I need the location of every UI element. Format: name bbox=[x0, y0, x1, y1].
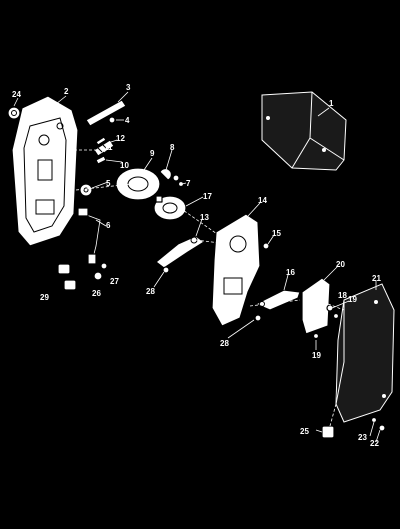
callout-4: 4 bbox=[125, 116, 130, 125]
part-7 bbox=[172, 174, 185, 188]
callout-28b: 28 bbox=[220, 339, 229, 348]
callout-3: 3 bbox=[126, 83, 131, 92]
leader-lines bbox=[13, 91, 381, 443]
part-screw-28a bbox=[162, 266, 170, 274]
part-main-housing bbox=[11, 95, 79, 247]
callout-15: 15 bbox=[272, 229, 281, 238]
part-washer-5 bbox=[79, 183, 93, 197]
part-23 bbox=[370, 416, 378, 424]
callout-16: 16 bbox=[286, 268, 295, 277]
part-arm-16 bbox=[255, 289, 301, 311]
callout-9: 9 bbox=[150, 149, 155, 158]
part-rear-cover bbox=[335, 283, 395, 423]
callout-24: 24 bbox=[12, 90, 21, 99]
part-plate-14 bbox=[211, 213, 261, 327]
callout-17: 17 bbox=[203, 192, 212, 201]
part-spring-11 bbox=[93, 139, 115, 157]
part-hub-17 bbox=[153, 195, 187, 221]
part-27 bbox=[100, 262, 108, 270]
callout-21: 21 bbox=[372, 274, 381, 283]
part-bracket-20 bbox=[301, 277, 331, 335]
callout-23: 23 bbox=[358, 433, 367, 442]
callout-26: 26 bbox=[92, 289, 101, 298]
part-screw-10 bbox=[95, 155, 107, 165]
part-cam-9 bbox=[115, 167, 161, 201]
callout-22: 22 bbox=[370, 439, 379, 448]
part-19a bbox=[332, 312, 340, 320]
callout-7: 7 bbox=[186, 179, 191, 188]
callout-labels: 1 2 3 4 24 12 11 10 9 8 7 5 17 6 13 14 1… bbox=[12, 83, 381, 448]
callout-14: 14 bbox=[258, 196, 267, 205]
part-cover bbox=[261, 91, 347, 171]
part-pin-12 bbox=[95, 136, 107, 146]
callout-25: 25 bbox=[300, 427, 309, 436]
callout-10: 10 bbox=[120, 161, 129, 170]
callout-6: 6 bbox=[106, 221, 111, 230]
callout-18: 18 bbox=[338, 291, 347, 300]
callout-8: 8 bbox=[170, 143, 175, 152]
callout-28a: 28 bbox=[146, 287, 155, 296]
part-bolt-24 bbox=[7, 106, 21, 120]
callout-20: 20 bbox=[336, 260, 345, 269]
callout-27: 27 bbox=[110, 277, 119, 286]
part-screw-15 bbox=[262, 242, 270, 250]
part-26 bbox=[93, 271, 103, 281]
part-22 bbox=[378, 424, 386, 432]
part-plugs-29 bbox=[57, 263, 77, 291]
part-clip-8 bbox=[159, 168, 172, 181]
part-19b bbox=[312, 332, 320, 340]
callout-13: 13 bbox=[200, 213, 209, 222]
callout-19b: 19 bbox=[312, 351, 321, 360]
part-shaft bbox=[85, 99, 127, 127]
assembly-guides bbox=[74, 149, 345, 427]
callout-19a: 19 bbox=[348, 295, 357, 304]
part-lever-13 bbox=[155, 235, 205, 269]
part-harness-6 bbox=[77, 207, 101, 265]
callout-5: 5 bbox=[106, 179, 111, 188]
callout-29: 29 bbox=[40, 293, 49, 302]
part-nut-25 bbox=[321, 425, 335, 439]
callout-12: 12 bbox=[116, 134, 125, 143]
callout-11: 11 bbox=[104, 143, 113, 152]
part-screw-28b bbox=[254, 314, 262, 322]
part-screw-4 bbox=[108, 116, 116, 124]
callout-1: 1 bbox=[329, 99, 334, 108]
callout-2: 2 bbox=[64, 87, 69, 96]
